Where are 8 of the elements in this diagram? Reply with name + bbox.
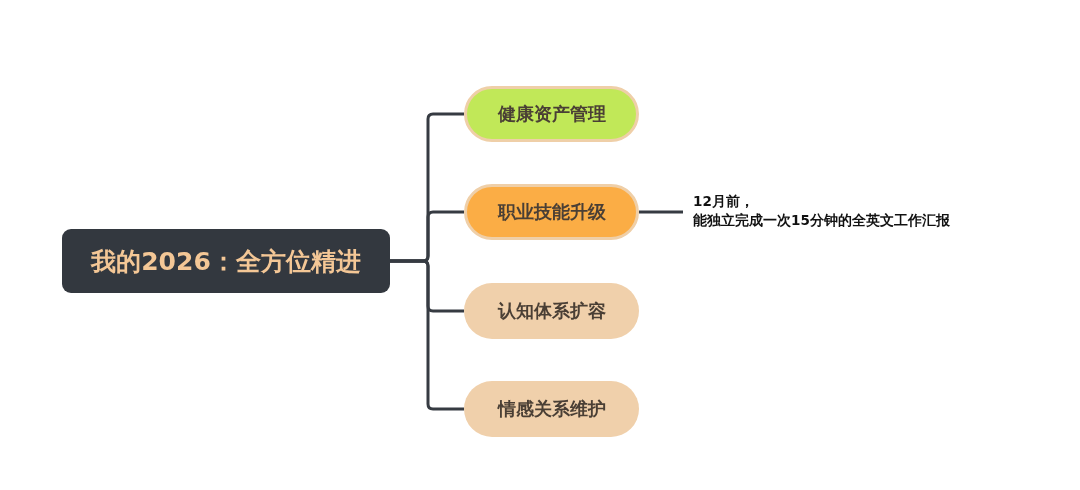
topic-pill: 认知体系扩容 bbox=[464, 283, 639, 339]
connector-line bbox=[390, 259, 464, 411]
note-text: 12月前，能独立完成一次15分钟的全英文工作汇报 bbox=[683, 192, 983, 232]
root-box: 我的2026：全方位精进 bbox=[62, 229, 390, 293]
topic-pill: 健康资产管理 bbox=[464, 86, 639, 142]
connector-line bbox=[639, 210, 683, 214]
topic-pill: 情感关系维护 bbox=[464, 381, 639, 437]
topic-pill: 职业技能升级 bbox=[464, 184, 639, 240]
